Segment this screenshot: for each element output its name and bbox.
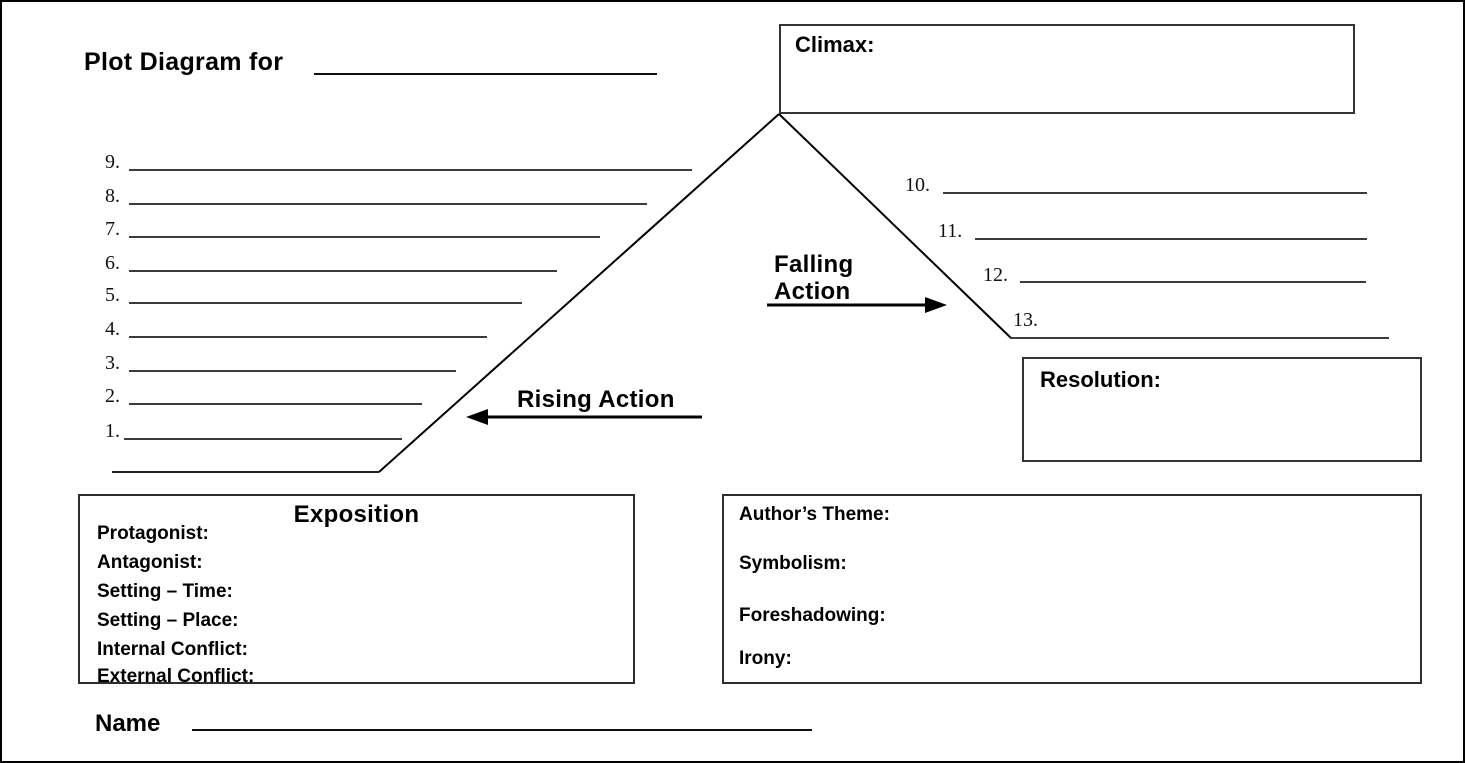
falling-blank-line-13 (1010, 337, 1389, 339)
exposition-box: Exposition Protagonist: Antagonist: Sett… (78, 494, 635, 687)
rising-line-number: 8. (105, 185, 120, 207)
rising-line-number: 1. (105, 420, 120, 442)
rising-blank-line-1 (124, 438, 402, 440)
exposition-field-antagonist: Antagonist: (97, 552, 203, 573)
exposition-field-setting-place: Setting – Place: (97, 610, 239, 631)
literary-field-foreshadowing: Foreshadowing: (739, 605, 886, 626)
rising-blank-line-6 (129, 270, 557, 272)
rising-blank-line-5 (129, 302, 522, 304)
literary-field-authors-theme: Author’s Theme: (739, 504, 890, 525)
exposition-title: Exposition (293, 501, 420, 528)
falling-blank-line-10 (943, 192, 1367, 194)
falling-blank-line-11 (975, 238, 1367, 240)
rising-line-number: 6. (105, 252, 120, 274)
title-blank-line (314, 73, 657, 75)
exposition-field-protagonist: Protagonist: (97, 523, 209, 544)
rising-line-number: 3. (105, 352, 120, 374)
climax-box: Climax: (779, 24, 1355, 114)
name-label: Name (95, 710, 161, 737)
exposition-field-external-conflict: External Conflict: (97, 666, 255, 687)
falling-line-number: 10. (905, 174, 930, 196)
rising-blank-line-7 (129, 236, 600, 238)
rising-line-number: 2. (105, 385, 120, 407)
literary-field-symbolism: Symbolism: (739, 553, 847, 574)
literary-elements-box: Author’s Theme: Symbolism: Foreshadowing… (722, 494, 1422, 684)
rising-action-arrow-head (466, 409, 488, 425)
literary-field-irony: Irony: (739, 648, 792, 669)
rising-slope-line (378, 113, 780, 473)
rising-line-number: 7. (105, 218, 120, 240)
page-title: Plot Diagram for (84, 48, 284, 76)
rising-blank-line-4 (129, 336, 487, 338)
name-blank-line (192, 729, 812, 731)
resolution-label: Resolution: (1040, 367, 1161, 392)
exposition-field-internal-conflict: Internal Conflict: (97, 639, 248, 660)
exposition-field-setting-time: Setting – Time: (97, 581, 233, 602)
rising-blank-line-2 (129, 403, 422, 405)
rising-line-number: 5. (105, 284, 120, 306)
rising-blank-line-8 (129, 203, 647, 205)
rising-line-number: 9. (105, 151, 120, 173)
climax-label: Climax: (795, 32, 875, 57)
resolution-box: Resolution: (1022, 357, 1422, 462)
pyramid-baseline (112, 471, 379, 473)
falling-action-label: Falling Action (774, 251, 854, 305)
falling-blank-line-12 (1020, 281, 1366, 283)
falling-line-number: 12. (983, 264, 1008, 286)
falling-line-number: 11. (938, 220, 963, 242)
rising-blank-line-9 (129, 169, 692, 171)
falling-action-arrow-head (925, 297, 947, 313)
rising-action-label: Rising Action (517, 386, 675, 413)
falling-line-number: 13. (1013, 309, 1038, 331)
rising-blank-line-3 (129, 370, 456, 372)
rising-line-number: 4. (105, 318, 120, 340)
